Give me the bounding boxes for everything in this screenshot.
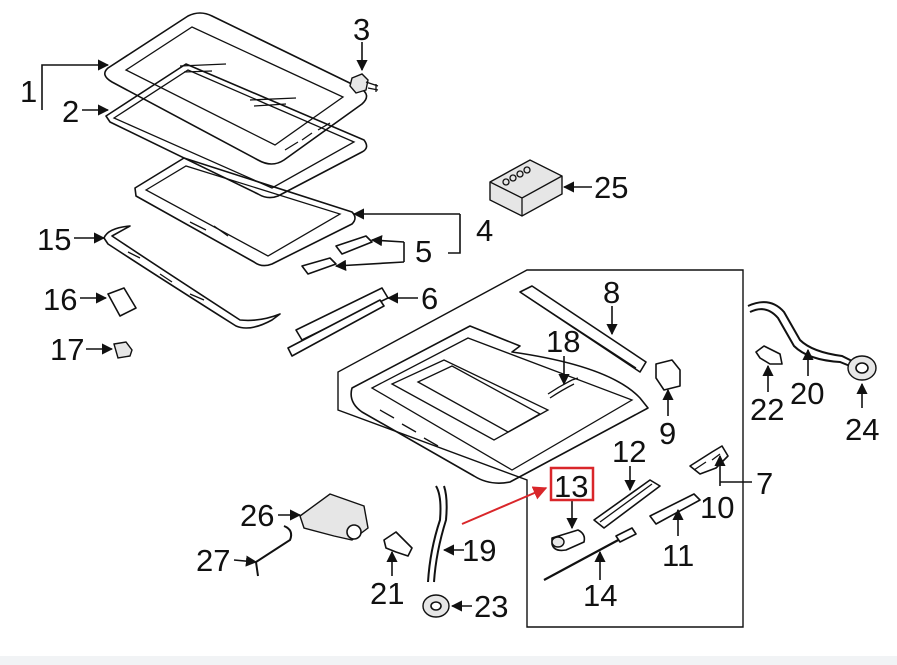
callout-18: 18	[546, 324, 580, 359]
sunroof-tray-part	[350, 325, 649, 484]
callout-27: 27	[196, 543, 230, 578]
callout-23: 23	[474, 589, 508, 624]
crank-27-part	[254, 525, 293, 577]
callout-14: 14	[583, 578, 617, 613]
slide-11-part	[649, 493, 701, 525]
slide-12-part	[593, 479, 661, 529]
callout-21: 21	[370, 576, 404, 611]
clip-22-part	[755, 345, 783, 365]
motor-26-part	[299, 493, 369, 541]
drain-hose-20-part	[747, 301, 855, 367]
callout-16: 16	[43, 282, 77, 317]
callout-17: 17	[50, 332, 84, 367]
bracket-pair-part	[301, 235, 373, 275]
glass-panel-part	[104, 12, 368, 165]
grommet-23-part	[422, 594, 450, 618]
seal-strip-part	[103, 225, 281, 329]
callout-2: 2	[62, 94, 79, 129]
callout-1: 1	[20, 74, 37, 109]
drive-cable-14-part	[543, 527, 637, 581]
callout-25: 25	[594, 170, 628, 205]
clip-21-part	[383, 531, 413, 557]
lift-arm-13-part	[551, 529, 586, 552]
cable-18-part	[547, 377, 579, 399]
callout-labels: 1 2 3 4 5 6 7 8 9 10 11 12 13 14 15 16 1…	[20, 12, 879, 624]
bolt-part	[349, 73, 379, 94]
callout-3: 3	[353, 12, 370, 47]
callout-12: 12	[612, 434, 646, 469]
leader-lines	[41, 42, 868, 612]
callout-15: 15	[37, 222, 71, 257]
callout-19: 19	[462, 533, 496, 568]
glass-seal-part	[105, 63, 368, 199]
control-module-part	[489, 159, 563, 217]
motor-bracket-part	[689, 445, 729, 475]
callout-26: 26	[240, 498, 274, 533]
callout-22: 22	[750, 392, 784, 427]
callout-4: 4	[476, 213, 493, 248]
callout-24: 24	[845, 412, 879, 447]
rail-part	[287, 287, 389, 357]
clip-17-part	[113, 341, 133, 359]
rear-rail-part	[519, 285, 647, 373]
drain-hose-19-part	[427, 485, 448, 583]
callout-7: 7	[756, 466, 773, 501]
callout-20: 20	[790, 376, 824, 411]
assembly-outline	[337, 269, 744, 628]
sunroof-frame-part	[134, 157, 356, 267]
callout-10: 10	[700, 490, 734, 525]
highlight-box	[549, 466, 595, 502]
grommet-24-part	[847, 355, 877, 381]
callout-9: 9	[659, 416, 676, 451]
bottom-strip	[0, 656, 897, 665]
callout-8: 8	[603, 275, 620, 310]
guide-block-part	[655, 359, 681, 391]
callout-11: 11	[662, 538, 694, 573]
clip-16-part	[107, 287, 137, 317]
callout-5: 5	[415, 234, 432, 269]
callout-13: 13	[554, 469, 588, 504]
callout-6: 6	[421, 281, 438, 316]
